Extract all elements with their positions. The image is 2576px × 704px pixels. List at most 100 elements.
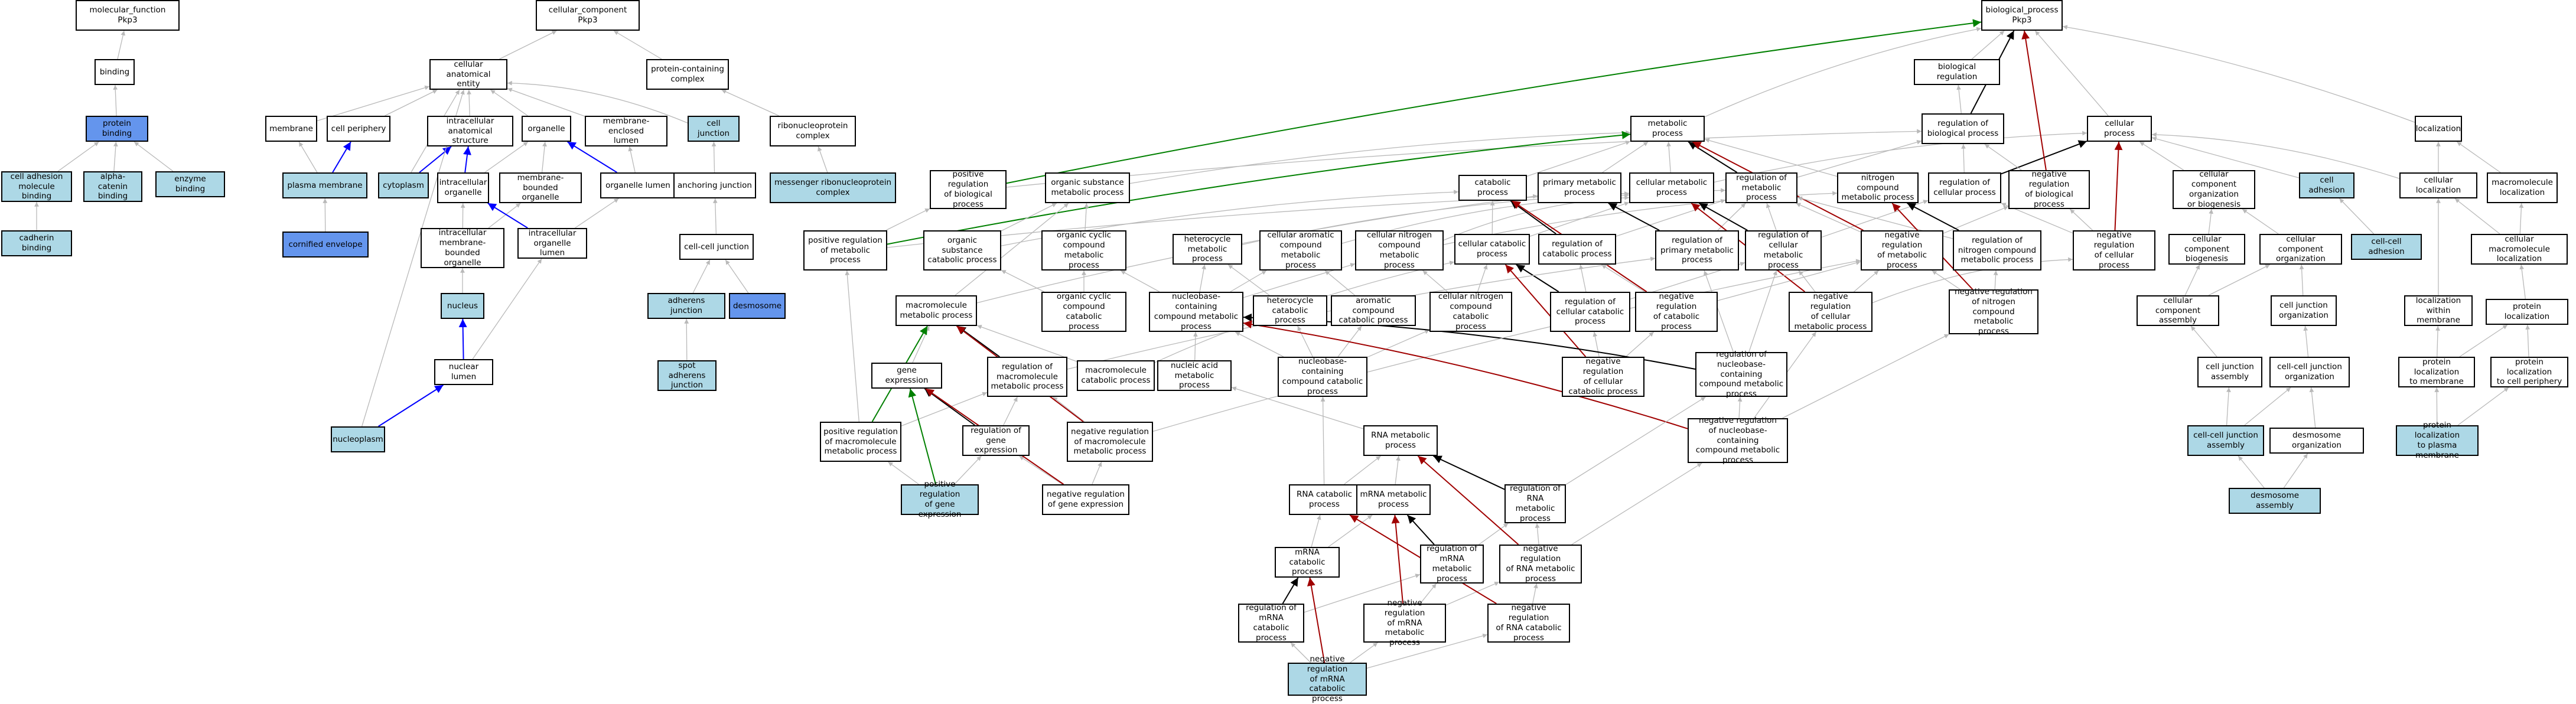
go-term-node-osm[interactable]: organic substance metabolic process [1045, 172, 1130, 203]
go-term-node-reg-metabolic[interactable]: regulation of metabolic process [1725, 172, 1797, 203]
go-term-node-neg-reg-ncm[interactable]: negative regulation of nitrogen compound… [1949, 289, 2038, 334]
go-term-node-neg-reg-macro-meta[interactable]: negative regulation of macromolecule met… [1067, 422, 1153, 462]
go-term-node-mrna-meta[interactable]: mRNA metabolic process [1356, 484, 1431, 515]
go-term-node-reg-bp[interactable]: regulation of biological process [1922, 113, 2004, 144]
go-term-node-neg-reg-cell-cat[interactable]: negative regulation of cellular cataboli… [1562, 357, 1644, 397]
go-term-node-neg-reg-cellular[interactable]: negative regulation of cellular process [2073, 230, 2155, 270]
go-term-node-oscp[interactable]: organic substance catabolic process [923, 230, 1001, 270]
go-term-node-occp[interactable]: organic cyclic compound catabolic proces… [1041, 292, 1126, 332]
go-term-node-imbo[interactable]: intracellular membrane-bounded organelle [421, 228, 504, 268]
go-term-node-bio-reg[interactable]: biological regulation [1914, 59, 2000, 85]
go-term-node-adherens-junction[interactable]: adherens junction [647, 293, 725, 319]
go-term-node-cc-junction[interactable]: cell-cell junction [679, 234, 754, 260]
go-term-node-ccob[interactable]: cellular component organization or bioge… [2173, 170, 2255, 209]
go-term-node-cytoplasm[interactable]: cytoplasm [378, 172, 429, 198]
go-term-node-cj-assembly[interactable]: cell junction assembly [2197, 357, 2262, 387]
go-term-node-ccj-assembly[interactable]: cell-cell junction assembly [2187, 425, 2264, 456]
go-term-node-cncm[interactable]: cellular nitrogen compound metabolic pro… [1355, 230, 1444, 270]
go-term-node-ias[interactable]: intracellular anatomical structure [427, 116, 513, 146]
go-term-node-loc-membrane[interactable]: localization within membrane [2404, 295, 2473, 326]
go-term-node-meml[interactable]: membrane-enclosed lumen [585, 116, 667, 146]
go-term-node-arom-cat[interactable]: aromatic compound catabolic process [1331, 295, 1416, 326]
go-term-node-ccb[interactable]: cellular component biogenesis [2168, 234, 2245, 265]
go-term-node-hetero-meta[interactable]: heterocycle metabolic process [1173, 234, 1242, 265]
go-term-node-organelle[interactable]: organelle [522, 116, 571, 142]
go-term-node-cca[interactable]: cellular component assembly [2137, 295, 2219, 326]
go-term-node-alpha-catenin[interactable]: alpha-catenin binding [83, 171, 142, 202]
go-term-node-cellular-loc[interactable]: cellular localization [2399, 172, 2477, 198]
go-term-node-pos-reg-metabolic[interactable]: positive regulation of metabolic process [803, 230, 887, 270]
go-term-node-cae[interactable]: cellular anatomical entity [429, 59, 507, 90]
go-term-node-cell-adhesion[interactable]: cell adhesion [2299, 172, 2354, 198]
go-term-node-rna-cat[interactable]: RNA catabolic process [1289, 484, 1360, 515]
go-term-node-plasma-membrane[interactable]: plasma membrane [282, 172, 367, 198]
go-term-node-neg-reg-bp[interactable]: negative regulation of biological proces… [2008, 170, 2090, 209]
go-term-node-na-meta[interactable]: nucleic acid metabolic process [1157, 360, 1232, 391]
go-term-node-pcc[interactable]: protein-containing complex [646, 59, 729, 90]
go-term-node-hetero-cat[interactable]: heterocycle catabolic process [1253, 295, 1327, 326]
go-term-node-reg-gene-expr[interactable]: regulation of gene expression [962, 425, 1030, 456]
go-term-node-neg-reg-mrna-meta[interactable]: negative regulation of mRNA metabolic pr… [1363, 604, 1446, 643]
go-term-node-cell-junction[interactable]: cell junction [688, 116, 740, 142]
go-term-node-neg-reg-catabolic[interactable]: negative regulation of catabolic process [1635, 292, 1718, 332]
go-term-node-rnp-complex[interactable]: ribonucleoprotein complex [770, 116, 856, 146]
go-term-node-catabolic[interactable]: catabolic process [1458, 175, 1527, 201]
go-term-node-neg-reg-rna-meta[interactable]: negative regulation of RNA metabolic pro… [1499, 545, 1582, 584]
go-term-node-neg-reg-cell-meta[interactable]: negative regulation of cellular metaboli… [1789, 292, 1872, 332]
go-term-node-reg-mrna-cat[interactable]: regulation of mRNA catabolic process [1238, 604, 1304, 643]
go-term-node-pos-reg-gene-expr[interactable]: positive regulation of gene expression [901, 484, 979, 515]
go-term-node-enzyme-binding[interactable]: enzyme binding [155, 171, 225, 197]
go-term-node-mrnp-complex[interactable]: messenger ribonucleoprotein complex [770, 172, 896, 203]
go-term-node-cc-root[interactable]: cellular_component Pkp3 [536, 0, 640, 31]
go-term-node-ncm[interactable]: nitrogen compound metabolic process [1837, 172, 1919, 203]
go-term-node-neg-reg-gene-expr[interactable]: negative regulation of gene expression [1042, 484, 1129, 515]
go-term-node-primary-metabolic[interactable]: primary metabolic process [1538, 172, 1621, 203]
go-term-node-spot-adherens[interactable]: spot adherens junction [657, 360, 717, 391]
go-term-node-prot-loc-membrane[interactable]: protein localization to membrane [2398, 357, 2475, 387]
go-term-node-gene-expr[interactable]: gene expression [871, 363, 942, 389]
go-term-node-desmo-assembly[interactable]: desmosome assembly [2229, 488, 2321, 514]
go-term-node-anchoring-junction[interactable]: anchoring junction [673, 172, 756, 198]
go-term-node-reg-catabolic[interactable]: regulation of catabolic process [1538, 234, 1616, 265]
go-term-node-localization[interactable]: localization [2415, 116, 2462, 142]
go-term-node-cell-periphery[interactable]: cell periphery [327, 116, 390, 142]
go-term-node-cc-junction-org[interactable]: cell junction organization [2271, 295, 2337, 326]
go-term-node-prot-loc-pm[interactable]: protein localization to plasma membrane [2396, 425, 2479, 456]
go-term-node-neg-reg-ncmp[interactable]: negative regulation of nucleobase-contai… [1688, 418, 1788, 463]
go-term-node-cnccp[interactable]: cellular nitrogen compound catabolic pro… [1429, 292, 1512, 332]
go-term-node-rna-meta[interactable]: RNA metabolic process [1363, 425, 1438, 456]
go-term-node-reg-cellular[interactable]: regulation of cellular process [1928, 172, 2001, 203]
go-term-node-reg-primary[interactable]: regulation of primary metabolic process [1655, 230, 1739, 270]
go-term-node-pos-reg-bp[interactable]: positive regulation of biological proces… [930, 170, 1007, 209]
go-term-node-cell-cell-adhesion[interactable]: cell-cell adhesion [2351, 234, 2422, 260]
go-term-node-cml[interactable]: cellular macromolecule localization [2471, 234, 2568, 265]
go-term-node-mf-root[interactable]: molecular_function Pkp3 [76, 0, 180, 31]
go-term-node-cornified-envelope[interactable]: cornified envelope [282, 232, 369, 258]
go-term-node-reg-cell-meta[interactable]: regulation of cellular metabolic process [1745, 230, 1822, 270]
go-term-node-desmo-org[interactable]: desmosome organization [2269, 428, 2364, 454]
go-term-node-acm[interactable]: cellular aromatic compound metabolic pro… [1259, 230, 1342, 270]
go-term-node-neg-reg-mrna-cat[interactable]: negative regulation of mRNA catabolic pr… [1288, 663, 1367, 696]
go-term-node-reg-ncm[interactable]: regulation of nitrogen compound metaboli… [1953, 230, 2041, 270]
go-term-node-membrane[interactable]: membrane [265, 116, 317, 142]
go-term-node-ccj-org[interactable]: cell-cell junction organization [2269, 357, 2350, 387]
go-term-node-reg-mrna-meta[interactable]: regulation of mRNA metabolic process [1420, 545, 1484, 584]
go-term-node-intra-org[interactable]: intracellular organelle [437, 172, 489, 203]
go-term-node-ocm[interactable]: organic cyclic compound metabolic proces… [1041, 230, 1126, 270]
go-term-node-cam-binding[interactable]: cell adhesion molecule binding [1, 171, 72, 202]
go-term-node-macro-meta[interactable]: macromolecule metabolic process [895, 295, 977, 326]
go-term-node-iol[interactable]: intracellular organelle lumen [517, 228, 587, 259]
go-term-node-macro-cat[interactable]: macromolecule catabolic process [1077, 360, 1155, 391]
go-term-node-cadherin-binding[interactable]: cadherin binding [1, 230, 72, 256]
go-term-node-binding[interactable]: binding [95, 59, 135, 85]
go-term-node-reg-cell-cat[interactable]: regulation of cellular catabolic process [1550, 292, 1630, 332]
go-term-node-protein-loc[interactable]: protein localization [2486, 299, 2568, 325]
go-term-node-nucleoplasm[interactable]: nucleoplasm [331, 426, 385, 452]
go-term-node-macro-loc[interactable]: macromolecule localization [2487, 172, 2558, 203]
go-term-node-cco[interactable]: cellular component organization [2259, 234, 2342, 265]
go-term-node-metabolic[interactable]: metabolic process [1630, 116, 1705, 142]
go-term-node-ncmp[interactable]: nucleobase-containing compound metabolic… [1149, 292, 1243, 332]
go-term-node-cellular-process[interactable]: cellular process [2087, 116, 2152, 142]
go-term-node-neg-reg-metabolic[interactable]: negative regulation of metabolic process [1861, 230, 1943, 270]
go-term-node-protein-binding[interactable]: protein binding [86, 116, 148, 142]
